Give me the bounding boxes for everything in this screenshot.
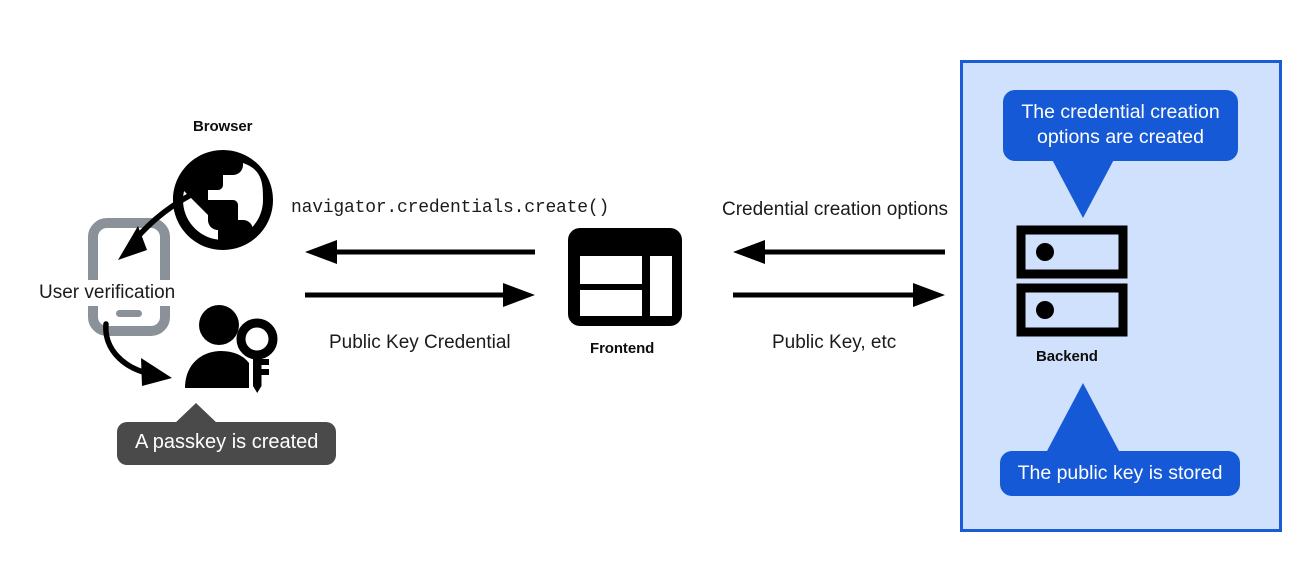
passkey-tooltip-tail — [173, 403, 219, 425]
arrow-backend-to-frontend — [733, 240, 945, 264]
phone-icon — [88, 218, 170, 336]
user-verification-label: User verification — [36, 280, 179, 306]
arrow-browser-to-frontend — [305, 283, 535, 307]
arrow-frontend-to-backend — [733, 283, 945, 307]
person-with-key-icon — [183, 303, 281, 393]
web-layout-icon — [568, 228, 682, 326]
globe-icon — [163, 140, 283, 260]
frontend-label: Frontend — [590, 340, 655, 357]
server-rack-icon — [1016, 225, 1128, 338]
flow-label-public-key-credential: Public Key Credential — [329, 332, 511, 353]
arrow-browser-to-phone — [100, 182, 210, 272]
callout-public-key-stored-tail — [1047, 383, 1119, 451]
callout-public-key-stored: The public key is stored — [1000, 451, 1240, 497]
flow-label-credential-creation-options: Credential creation options — [722, 199, 949, 220]
flow-label-navigator-create: navigator.credentials.create() — [291, 198, 610, 218]
arrow-phone-to-user — [96, 321, 206, 392]
arrow-frontend-to-browser — [305, 240, 535, 264]
callout-credential-options: The credential creation options are crea… — [1003, 90, 1238, 161]
backend-label: Backend — [1036, 348, 1098, 365]
passkey-tooltip: A passkey is created — [117, 422, 337, 465]
browser-label: Browser — [193, 118, 253, 135]
callout-credential-options-tail — [1047, 150, 1119, 218]
flow-label-public-key-etc: Public Key, etc — [772, 332, 897, 353]
